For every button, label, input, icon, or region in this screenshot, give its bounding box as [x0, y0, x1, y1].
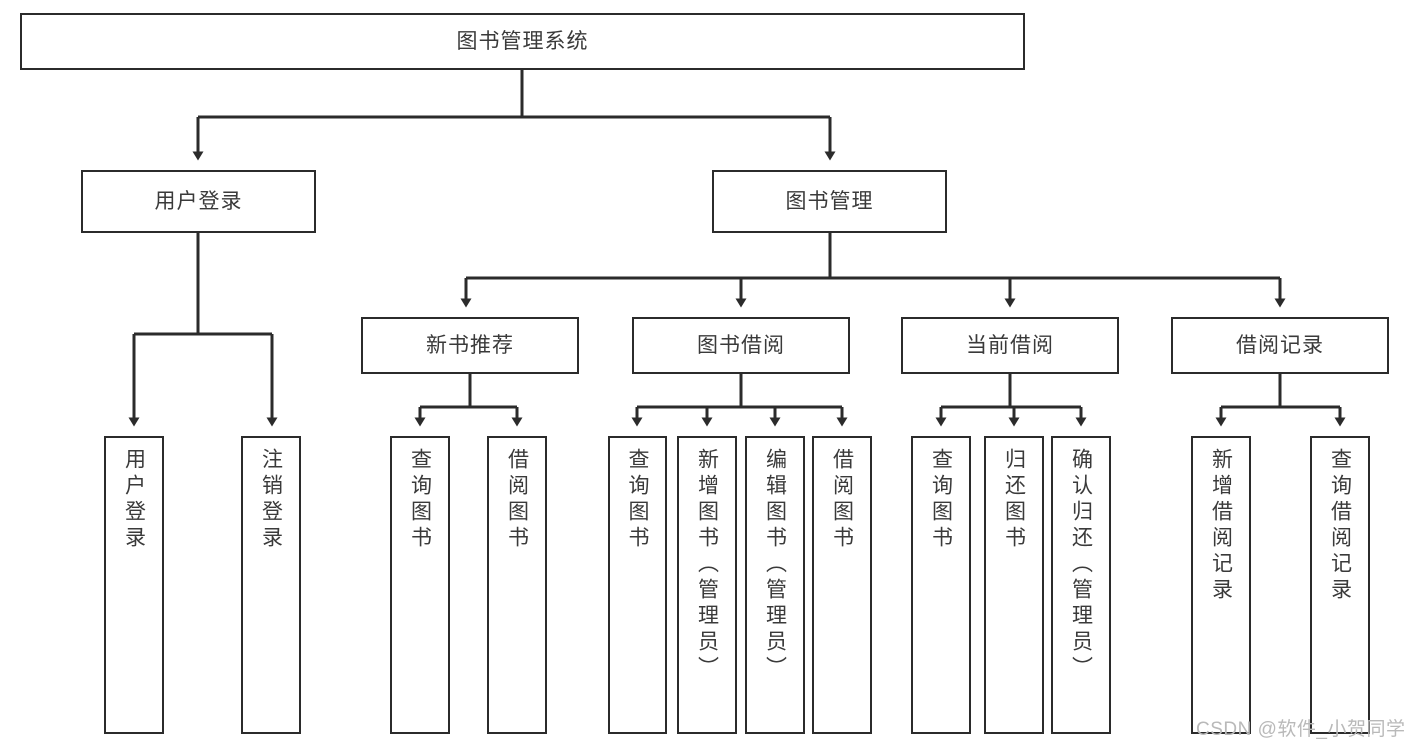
node-book-manage-label: 图书管理 — [785, 189, 874, 213]
node-current-borrow-label: 当前借阅 — [966, 333, 1054, 357]
node-leaf-confirm-return-label: 确认归还（管理员） — [1069, 448, 1093, 682]
node-leaf-edit-book-label: 编辑图书（管理员） — [763, 448, 787, 682]
node-new-book-recommend[interactable]: 新书推荐 — [361, 317, 579, 374]
node-book-manage[interactable]: 图书管理 — [712, 170, 947, 233]
csdn-watermark: CSDN @软件_小贺同学 — [1196, 719, 1405, 740]
node-leaf-add-record-label: 新增借阅记录 — [1209, 448, 1233, 604]
node-leaf-user-logout-label: 注销登录 — [259, 448, 283, 552]
node-leaf-query-record[interactable]: 查询借阅记录 — [1310, 436, 1370, 734]
node-leaf-add-book-label: 新增图书（管理员） — [695, 448, 719, 682]
node-root[interactable]: 图书管理系统 — [20, 13, 1025, 70]
node-leaf-add-record[interactable]: 新增借阅记录 — [1191, 436, 1251, 734]
node-leaf-add-book[interactable]: 新增图书（管理员） — [677, 436, 737, 734]
node-leaf-borrow-book-2[interactable]: 借阅图书 — [812, 436, 872, 734]
node-leaf-query-book-3[interactable]: 查询图书 — [911, 436, 971, 734]
node-leaf-borrow-book-1-label: 借阅图书 — [505, 448, 529, 552]
node-leaf-borrow-book-2-label: 借阅图书 — [830, 448, 854, 552]
node-user-login-label: 用户登录 — [154, 189, 243, 213]
node-root-label: 图书管理系统 — [456, 29, 589, 53]
node-leaf-return-book[interactable]: 归还图书 — [984, 436, 1044, 734]
node-leaf-query-book-1[interactable]: 查询图书 — [390, 436, 450, 734]
node-leaf-user-login[interactable]: 用户登录 — [104, 436, 164, 734]
node-leaf-confirm-return[interactable]: 确认归还（管理员） — [1051, 436, 1111, 734]
node-new-book-recommend-label: 新书推荐 — [426, 333, 514, 357]
node-leaf-query-book-2-label: 查询图书 — [626, 448, 649, 552]
node-leaf-borrow-book-1[interactable]: 借阅图书 — [487, 436, 547, 734]
node-leaf-query-book-3-label: 查询图书 — [929, 448, 953, 552]
node-leaf-query-book-1-label: 查询图书 — [408, 448, 432, 552]
node-leaf-user-login-label: 用户登录 — [122, 448, 146, 552]
node-leaf-user-logout[interactable]: 注销登录 — [241, 436, 301, 734]
node-book-borrow-label: 图书借阅 — [697, 333, 785, 357]
node-borrow-record-label: 借阅记录 — [1236, 333, 1324, 357]
node-borrow-record[interactable]: 借阅记录 — [1171, 317, 1389, 374]
node-leaf-edit-book[interactable]: 编辑图书（管理员） — [745, 436, 805, 734]
node-leaf-query-record-label: 查询借阅记录 — [1328, 448, 1352, 604]
node-current-borrow[interactable]: 当前借阅 — [901, 317, 1119, 374]
node-user-login[interactable]: 用户登录 — [81, 170, 316, 233]
node-leaf-query-book-2[interactable]: 查询图书 — [608, 436, 667, 734]
node-book-borrow[interactable]: 图书借阅 — [632, 317, 850, 374]
node-leaf-return-book-label: 归还图书 — [1002, 448, 1026, 552]
